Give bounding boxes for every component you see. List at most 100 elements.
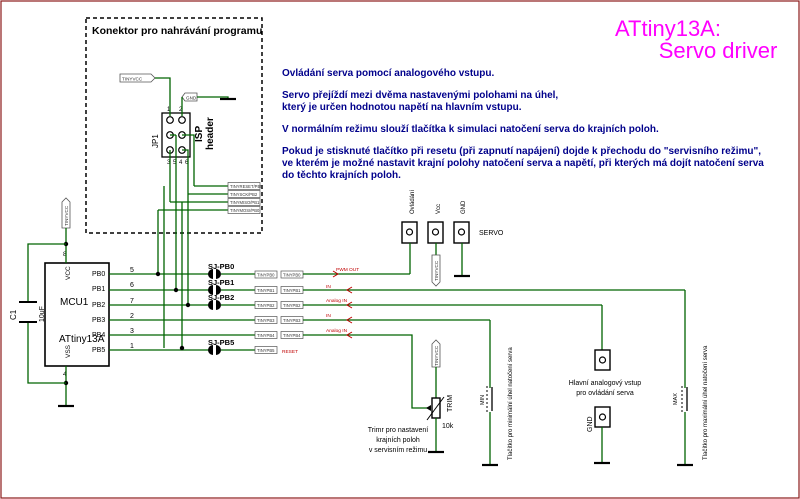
mcu-vcc-tag-text: TINYVCC — [64, 205, 69, 226]
cap-bottom-wire — [27, 322, 66, 384]
isp-label-isp: ISP — [194, 126, 205, 142]
mcu-pin-pb5: PB5 — [92, 347, 105, 354]
isp-tag-miso — [227, 198, 261, 206]
servo-connector: Ovládání Vcc GND SERVO TINYVCC — [401, 190, 504, 287]
title-line2: Servo driver — [659, 38, 778, 63]
sig-analog1-arrow — [346, 301, 353, 309]
desc-p2a: Servo přejíždí mezi dvěma nastavenými po… — [282, 90, 558, 101]
btn-max-desc: Tlačítko pro maximální úhel natočení ser… — [703, 345, 709, 460]
isp-tag-reset — [227, 182, 261, 190]
sig-reset-label: RESET — [282, 349, 298, 355]
mcu-ref: MCU1 — [60, 297, 89, 308]
net-tags: TINYPB0 TINYPB0 TINYPB1 TINYPB1 TINYPB2 … — [221, 270, 304, 354]
trim-value: 10k — [442, 423, 454, 430]
analog-gnd-pin — [594, 406, 611, 428]
servo-vcc-tag — [431, 254, 441, 287]
sig-analog2-label: Analog IN — [326, 328, 348, 334]
desc-p4c: do těchto krajních poloh. — [282, 170, 401, 181]
junction — [179, 345, 185, 351]
desc-p3: V normálním režimu slouží tlačítka k sim… — [282, 124, 659, 135]
isp-label-header: header — [205, 117, 216, 150]
tag-pb5-text: TINYPB5 — [257, 348, 275, 353]
isp-tag-mosi-text: TINYMOSI/PB0 — [230, 208, 260, 213]
jumper-pb5: SJ-PB5 — [208, 338, 234, 355]
desc-p2b: který je určen hodnotou napětí na hlavní… — [282, 102, 522, 113]
analog-gnd-label: GND — [587, 416, 594, 432]
jumper-pb2: SJ-PB2 — [208, 293, 234, 310]
junction — [185, 302, 191, 308]
isp-wire-pin4 — [182, 134, 195, 186]
tag-pb1-a-text: TINYPB1 — [257, 288, 275, 293]
isp-tag-reset-text: TINYRESET/PB5 — [230, 184, 263, 189]
desc-p1: Ovládání serva pomocí analogového vstupu… — [282, 68, 494, 79]
isp-pin-2 — [178, 116, 186, 124]
btn-min-desc: Tlačítko pro minimální úhel natočení ser… — [508, 347, 514, 460]
analog-in-desc-1: Hlavní analogový vstup — [569, 380, 641, 387]
cap-top-wire — [27, 243, 66, 302]
servo-vcc-tag-text: TINYVCC — [434, 260, 439, 281]
mcu-vss-label: VSS — [65, 344, 72, 358]
tag-pb1-a — [254, 286, 278, 294]
mcu-pinnum-6: 6 — [130, 282, 134, 289]
isp-vcc-tag — [119, 73, 156, 83]
isp-pin-num-2: 2 — [179, 107, 183, 113]
tag-pb4-b-text: TINYPB4 — [283, 333, 301, 338]
mcu-pin-pb0: PB0 — [92, 271, 105, 278]
isp-pin-num-6: 6 — [185, 160, 189, 166]
trim-desc-2: krajních poloh — [376, 437, 420, 444]
jumper-pb1-label: SJ-PB1 — [208, 278, 234, 287]
mcu-pin-pb1: PB1 — [92, 286, 105, 293]
mcu-pin-pb2: PB2 — [92, 302, 105, 309]
tag-pb3-a — [254, 316, 278, 324]
sig-in2-arrow — [346, 316, 353, 324]
isp-ref: JP1 — [151, 134, 160, 148]
jumper-pb2-label: SJ-PB2 — [208, 293, 234, 302]
isp-tag-mosi — [227, 206, 261, 214]
sig-in1-arrow — [346, 286, 353, 294]
isp-pin-num-5: 5 — [173, 160, 177, 166]
trim-wiper-arrow — [426, 405, 431, 411]
mcu: MCU1 ATtiny13A VCC VSS 8 4 PB0 PB1 PB2 P… — [27, 197, 255, 408]
tag-pb1-b-text: TINYPB1 — [283, 288, 301, 293]
tag-pb2-b-text: TINYPB2 — [283, 303, 301, 308]
sig-analog2-arrow — [346, 331, 353, 339]
tag-pb3-a-text: TINYPB3 — [257, 318, 275, 323]
sig-pwm-label: PWM OUT — [336, 267, 359, 273]
sig-analog1-label: Analog IN — [326, 298, 348, 304]
jumpers: SJ-PB0 SJ-PB1 SJ-PB2 SJ-PB5 — [208, 262, 234, 355]
tag-pb0-a — [254, 270, 278, 279]
trim-vcc-tag-text: TINYVCC — [434, 345, 439, 366]
isp-gnd-tag-text: GND — [186, 96, 197, 101]
isp-pin-num-4: 4 — [179, 160, 183, 166]
trim-desc-1: Trimr pro nastavení — [368, 427, 428, 434]
signal-lines: PWM OUT IN Analog IN IN Analog IN RESET — [282, 267, 685, 355]
tag-pb5 — [254, 346, 278, 354]
mcu-body — [44, 262, 110, 367]
servo-pin-label-ctrl: Ovládání — [410, 190, 416, 214]
tag-pb2-a — [254, 301, 278, 309]
tag-pb4-a-text: TINYPB4 — [257, 333, 275, 338]
analog-in-desc-2: pro ovládání serva — [576, 390, 634, 397]
mcu-pin-pb4: PB4 — [92, 332, 105, 339]
desc-p4b: ve kterém je možné nastavit krajní poloh… — [282, 158, 764, 169]
junction — [155, 271, 161, 277]
servo-pin-1 — [401, 221, 418, 244]
mcu-part: ATtiny13A — [59, 334, 105, 345]
mcu-vss-pin: 4 — [63, 371, 67, 378]
trim-vcc-tag — [431, 339, 441, 368]
isp-pin-1 — [166, 116, 174, 124]
jumper-pb1: SJ-PB1 — [208, 278, 234, 295]
title-line1: ATtiny13A: — [615, 16, 721, 41]
mcu-pinnum-5: 5 — [130, 267, 134, 274]
jumper-pb0: SJ-PB0 — [208, 262, 234, 279]
isp-pin-num-3: 3 — [167, 160, 171, 166]
trim-adjust-line — [426, 396, 445, 421]
cap-value: 10uF — [39, 306, 46, 322]
servo-pin-label-vcc: Vcc — [436, 204, 442, 214]
btn-min-label: MIN — [480, 395, 486, 405]
capacitor-c1: C1 10uF — [9, 301, 46, 323]
mcu-pinnum-3: 3 — [130, 328, 134, 335]
connector-box — [85, 17, 263, 234]
tag-pb4-a — [254, 331, 278, 339]
